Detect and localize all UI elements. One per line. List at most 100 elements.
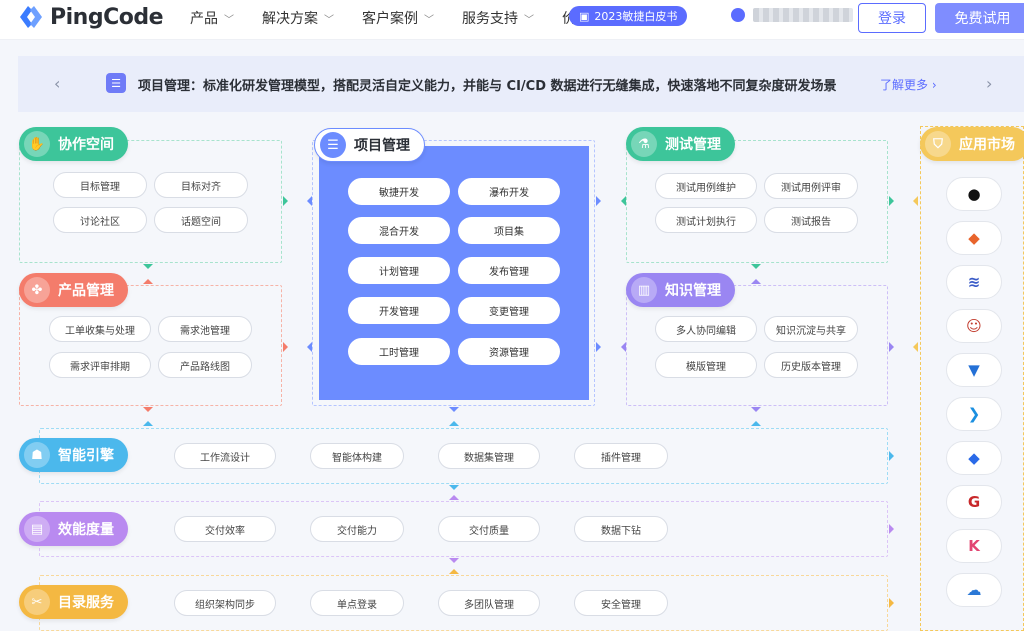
project-item[interactable]: 变更管理: [458, 297, 560, 324]
banner-prev-icon[interactable]: ‹: [54, 74, 61, 93]
knowledge-item[interactable]: 知识沉淀与共享: [764, 316, 858, 342]
project-item[interactable]: 开发管理: [348, 297, 450, 324]
app-gitee[interactable]: G: [946, 485, 1002, 519]
app-github[interactable]: ●: [946, 177, 1002, 211]
connector-arrow-icon: [751, 279, 761, 284]
directory-item[interactable]: 安全管理: [574, 590, 668, 616]
test-item[interactable]: 测试报告: [764, 207, 858, 233]
connector-arrow-icon: [307, 342, 312, 352]
product-item[interactable]: 工单收集与处理: [49, 316, 151, 342]
chevron-down-icon: ﹀: [524, 14, 534, 26]
product-item[interactable]: 产品路线图: [158, 352, 252, 378]
directory-item[interactable]: 多团队管理: [438, 590, 540, 616]
project-item[interactable]: 发布管理: [458, 257, 560, 284]
connector-arrow-icon: [307, 196, 312, 206]
jenkins-icon: ☺: [966, 317, 982, 335]
test-title: 测试管理: [665, 137, 721, 153]
project-tag[interactable]: ☰ 项目管理: [314, 128, 425, 162]
nav-cases[interactable]: 客户案例﹀: [362, 8, 434, 28]
free-trial-button[interactable]: 免费试用: [935, 3, 1024, 33]
phone-number-redacted: [753, 8, 853, 22]
connector-arrow-icon: [449, 485, 459, 490]
phone-icon: [731, 8, 745, 22]
login-button[interactable]: 登录: [858, 3, 926, 33]
project-item[interactable]: 项目集: [458, 217, 560, 244]
efficiency-item[interactable]: 数据下钻: [574, 516, 668, 542]
connector-arrow-icon: [283, 342, 288, 352]
project-item[interactable]: 瀑布开发: [458, 178, 560, 205]
product-item[interactable]: 需求池管理: [158, 316, 252, 342]
market-tag[interactable]: ⛉应用市场: [920, 127, 1024, 161]
nav-label: 服务支持: [462, 11, 518, 27]
gitee-icon: G: [967, 493, 981, 511]
app-vscode[interactable]: ❯: [946, 397, 1002, 431]
efficiency-item[interactable]: 交付质量: [438, 516, 540, 542]
efficiency-item[interactable]: 交付效率: [174, 516, 276, 542]
project-item[interactable]: 资源管理: [458, 338, 560, 365]
connector-arrow-icon: [913, 342, 918, 352]
knowledge-tag[interactable]: ▥知识管理: [626, 273, 735, 307]
test-item[interactable]: 测试用例评审: [764, 173, 858, 199]
collab-item[interactable]: 话题空间: [154, 207, 248, 233]
chevron-down-icon: ﹀: [324, 14, 334, 26]
knowledge-item[interactable]: 模版管理: [655, 352, 757, 378]
project-item[interactable]: 混合开发: [348, 217, 450, 244]
ai-item[interactable]: 工作流设计: [174, 443, 276, 469]
knowledge-item[interactable]: 历史版本管理: [764, 352, 858, 378]
project-title: 项目管理: [354, 138, 410, 154]
app-jenkins[interactable]: ☺: [946, 309, 1002, 343]
product-item[interactable]: 需求评审排期: [49, 352, 151, 378]
directory-item[interactable]: 单点登录: [310, 590, 404, 616]
chevron-down-icon: ﹀: [224, 14, 234, 26]
connector-arrow-icon: [751, 407, 761, 412]
app-cloud[interactable]: ☁: [946, 573, 1002, 607]
ai-tag[interactable]: ☗智能引擎: [19, 438, 128, 472]
ai-item[interactable]: 智能体构建: [310, 443, 404, 469]
app-list: ● ◆ ≋ ☺ ▼ ❯ ◆ G K ☁: [946, 177, 1002, 607]
banner-next-icon[interactable]: ›: [986, 74, 993, 93]
project-item[interactable]: 计划管理: [348, 257, 450, 284]
directory-tag[interactable]: ✂目录服务: [19, 585, 128, 619]
ai-item[interactable]: 数据集管理: [438, 443, 540, 469]
connector-arrow-icon: [449, 558, 459, 563]
collab-item[interactable]: 目标管理: [53, 172, 147, 198]
collab-tag[interactable]: ✋协作空间: [19, 127, 128, 161]
ai-item[interactable]: 插件管理: [574, 443, 668, 469]
app-kubernetes[interactable]: K: [946, 529, 1002, 563]
connector-arrow-icon: [449, 421, 459, 426]
efficiency-tag[interactable]: ▤效能度量: [19, 512, 128, 546]
kubernetes-icon: K: [968, 537, 980, 555]
vscode-icon: ❯: [967, 405, 981, 423]
whitepaper-badge[interactable]: ▣ 2023敏捷白皮书: [569, 6, 688, 26]
connector-arrow-icon: [621, 196, 626, 206]
app-gitlab[interactable]: ◆: [946, 221, 1002, 255]
test-tag[interactable]: ⚗ 测试管理: [626, 127, 735, 161]
nav-support[interactable]: 服务支持 ﹀: [462, 8, 534, 28]
efficiency-item[interactable]: 交付能力: [310, 516, 404, 542]
flask-icon: ⚗: [631, 131, 657, 157]
learn-more-link[interactable]: 了解更多 ›: [880, 78, 937, 92]
directory-item[interactable]: 组织架构同步: [174, 590, 276, 616]
brand-logo[interactable]: PingCode: [18, 4, 164, 30]
nav-label: 产品: [190, 11, 218, 27]
product-tag[interactable]: ✤产品管理: [19, 273, 128, 307]
nav-products[interactable]: 产品 ﹀: [190, 8, 234, 28]
jira-icon: ◆: [968, 449, 980, 467]
knowledge-item[interactable]: 多人协同编辑: [655, 316, 757, 342]
test-item[interactable]: 测试计划执行: [655, 207, 757, 233]
product-title: 产品管理: [58, 283, 114, 299]
connector-arrow-icon: [283, 196, 288, 206]
app-coding[interactable]: ≋: [946, 265, 1002, 299]
nav-solutions[interactable]: 解决方案﹀: [262, 8, 334, 28]
collab-item[interactable]: 目标对齐: [154, 172, 248, 198]
project-item[interactable]: 敏捷开发: [348, 178, 450, 205]
collab-item[interactable]: 讨论社区: [53, 207, 147, 233]
app-jira[interactable]: ◆: [946, 441, 1002, 475]
connector-arrow-icon: [143, 279, 153, 284]
connector-arrow-icon: [889, 451, 894, 461]
checklist-icon: ☰: [320, 132, 346, 158]
contact-phone: [731, 8, 853, 22]
test-item[interactable]: 测试用例维护: [655, 173, 757, 199]
app-bitbucket[interactable]: ▼: [946, 353, 1002, 387]
project-item[interactable]: 工时管理: [348, 338, 450, 365]
